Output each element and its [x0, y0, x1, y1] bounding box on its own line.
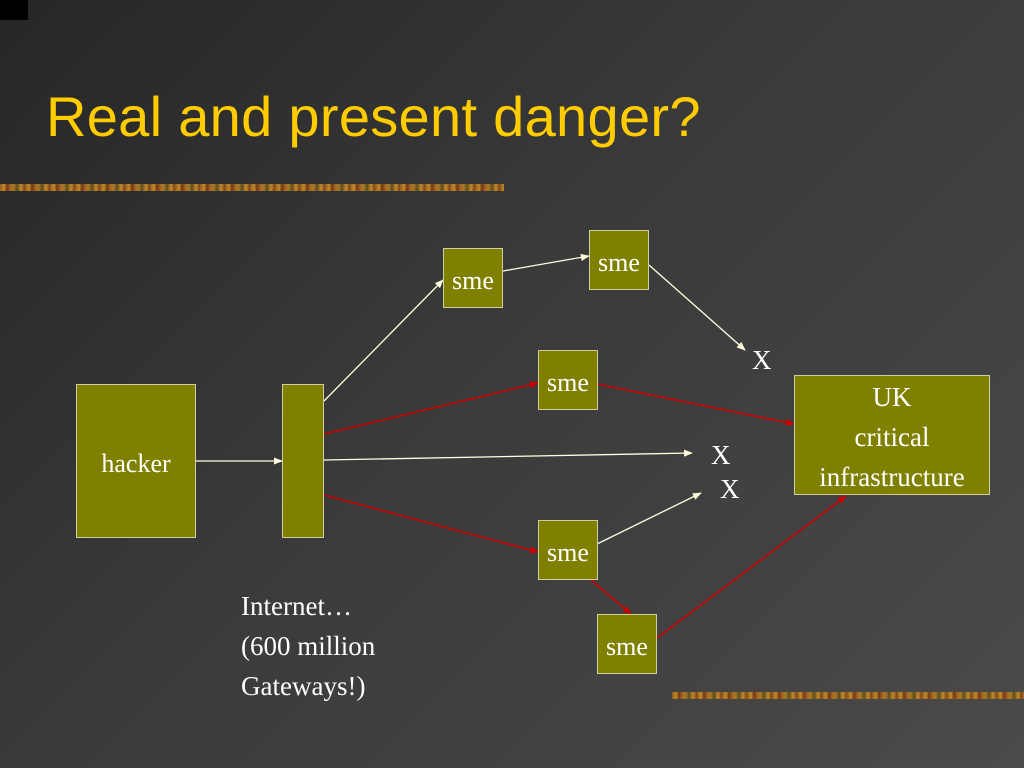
title-divider [0, 184, 504, 191]
sme-label: sme [598, 248, 640, 277]
sme-box-2: sme [589, 230, 649, 290]
footer-divider [672, 692, 1024, 699]
blocked-marker: X [720, 474, 740, 504]
target-line-1: UK [872, 382, 912, 412]
caption-line-1: Internet… [241, 591, 352, 621]
uk-infrastructure-box: UK critical infrastructure [794, 375, 990, 495]
corner-decoration [0, 0, 28, 20]
sme-box-1: sme [443, 248, 503, 308]
hacker-box: hacker [76, 384, 196, 538]
attack-arrow-sme-5-to-uk [656, 495, 847, 639]
target-line-3: infrastructure [819, 462, 965, 492]
internet-caption: Internet… (600 million Gateways!) [241, 586, 375, 706]
sme-label: sme [547, 538, 589, 567]
sme-label: sme [452, 266, 494, 295]
hacker-label: hacker [101, 449, 171, 478]
blocked-marker: X [711, 440, 731, 470]
arrow-internet-to-sme-1 [323, 279, 444, 402]
sme-label: sme [606, 632, 648, 661]
attack-arrow-internet-to-sme-3 [323, 381, 539, 435]
attack-arrow-sme-3-to-uk [596, 383, 795, 426]
blocked-marker: X [752, 345, 772, 375]
attack-arrow-internet-to-sme-4 [323, 494, 539, 554]
arrow-sme-1-to-sme-2 [502, 253, 590, 272]
sme-box-5: sme [597, 614, 657, 674]
attack-arrow-sme-4-to-sme-5 [590, 579, 632, 615]
sme-box-4: sme [538, 520, 598, 580]
caption-line-2: (600 million [241, 631, 376, 661]
arrow-sme-2-to-blocked [648, 264, 746, 351]
arrow-sme-4-to-blocked [596, 492, 702, 545]
internet-gateway-box [282, 384, 324, 538]
arrow-internet-to-blocked [323, 449, 693, 461]
target-line-2: critical [854, 422, 930, 452]
slide-title: Real and present danger? [46, 85, 701, 148]
sme-box-3: sme [538, 350, 598, 410]
caption-line-3: Gateways!) [241, 671, 366, 701]
sme-label: sme [547, 368, 589, 397]
